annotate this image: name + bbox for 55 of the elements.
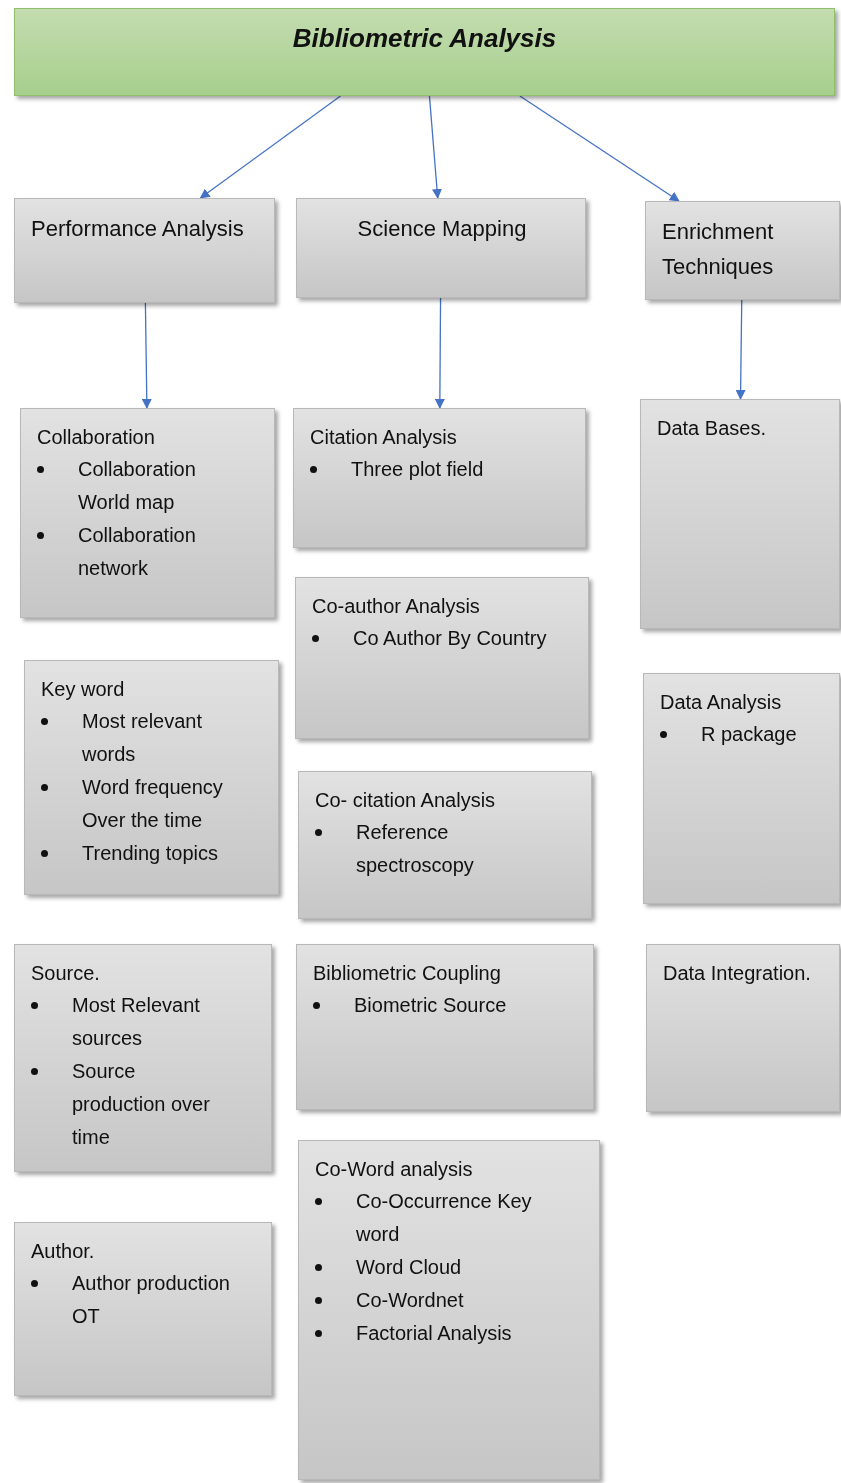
box-heading: Co-author Analysis: [312, 594, 481, 619]
category-box: [20, 408, 275, 618]
box-heading: Performance Analysis: [31, 215, 245, 243]
box-heading: Science Mapping: [356, 215, 528, 243]
bullet-item: Three plot field: [351, 457, 484, 482]
title-banner: [14, 8, 835, 96]
box-heading: Co- citation Analysis: [315, 788, 497, 813]
box-heading: Enrichment Techniques: [662, 218, 775, 282]
bullet-item: Author production OT: [72, 1271, 231, 1329]
category-box: [296, 944, 594, 1110]
bullet-item: Reference spectroscopy: [356, 820, 475, 878]
title-text: Bibliometric Analysis: [292, 23, 557, 54]
bullet-item: Most relevant words: [82, 709, 204, 767]
bullet-item: Co-Wordnet: [356, 1288, 464, 1313]
box-heading: Source.: [31, 961, 101, 986]
box-heading: Data Integration.: [663, 961, 812, 986]
box-heading: Key word: [41, 677, 126, 702]
bullet-item: Source production over time: [72, 1059, 211, 1150]
bullet-item: Word Cloud: [356, 1255, 462, 1280]
category-box: [646, 944, 840, 1112]
box-heading: Data Analysis: [660, 690, 783, 715]
arrow: [428, 95, 442, 199]
category-box: [24, 660, 279, 895]
box-heading: Citation Analysis: [310, 425, 458, 450]
bullet-item: Collaboration World map: [78, 457, 197, 515]
category-box: [14, 198, 275, 303]
bullet-item: Biometric Source: [354, 993, 507, 1018]
box-heading: Bibliometric Coupling: [313, 961, 502, 986]
category-box: [298, 1140, 600, 1480]
bullet-item: Trending topics: [82, 841, 218, 866]
bullet-item: Most Relevant sources: [72, 993, 201, 1051]
category-box: [645, 201, 840, 300]
category-box: [298, 771, 592, 919]
category-box: [643, 673, 840, 904]
bullet-item: Collaboration network: [78, 523, 197, 581]
category-box: [296, 198, 586, 298]
box-heading: Data Bases.: [657, 416, 767, 441]
bullet-item: R package: [701, 722, 797, 747]
box-heading: Collaboration: [37, 425, 156, 450]
bullet-item: Word frequency Over the time: [82, 775, 224, 833]
category-box: [14, 944, 272, 1172]
arrow: [141, 302, 152, 409]
category-box: [14, 1222, 272, 1396]
box-heading: Author.: [31, 1239, 96, 1264]
arrow: [519, 95, 680, 202]
arrow: [735, 299, 746, 400]
category-box: [293, 408, 586, 548]
bullet-item: Factorial Analysis: [356, 1321, 512, 1346]
bullet-item: Co-Occurrence Key word: [356, 1189, 533, 1247]
box-heading: Co-Word analysis: [315, 1157, 474, 1182]
category-box: [295, 577, 589, 739]
category-box: [640, 399, 840, 629]
bullet-item: Co Author By Country: [353, 626, 547, 651]
arrow: [199, 95, 342, 199]
arrow: [434, 297, 445, 409]
